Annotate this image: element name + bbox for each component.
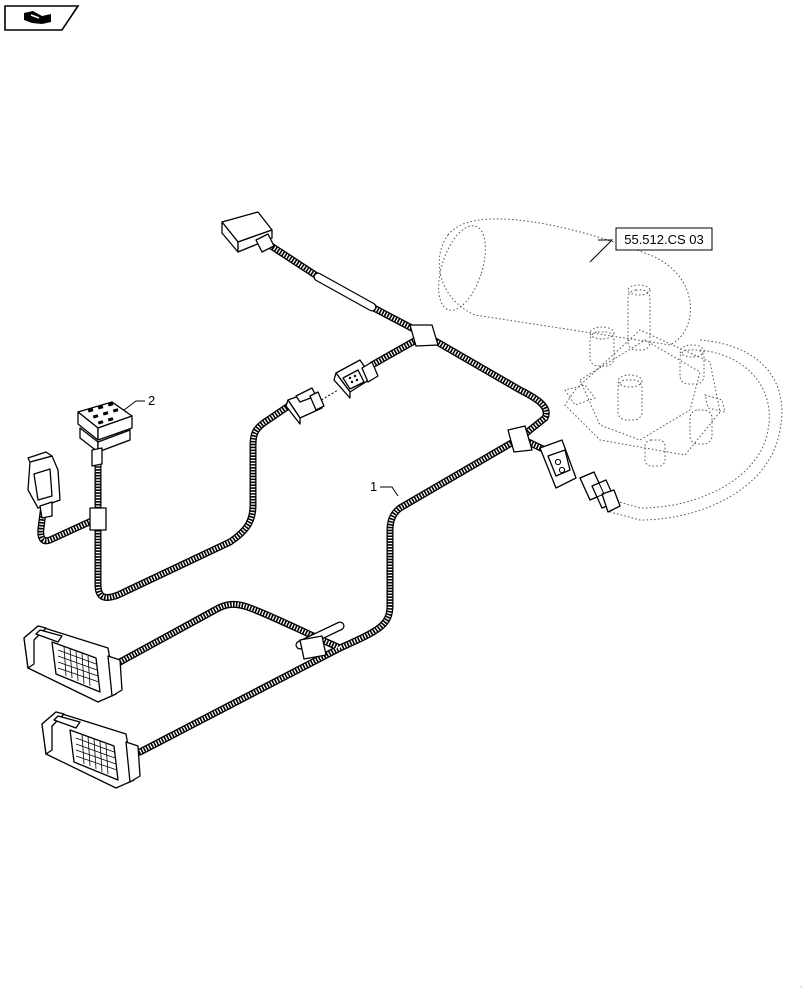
connector-motor-socket[interactable] (539, 439, 577, 489)
callout-2[interactable]: 2 (123, 393, 155, 411)
connector-large-upper[interactable] (23, 625, 123, 703)
view-symbol-button[interactable] (4, 5, 80, 31)
relay-block[interactable] (77, 401, 133, 467)
connector-left[interactable] (27, 451, 61, 519)
pin-grid (75, 733, 118, 775)
connector-inline-male[interactable] (285, 387, 325, 425)
connector-top[interactable] (221, 211, 275, 253)
junction-fittings (89, 324, 533, 660)
view-symbol-icon (24, 11, 51, 24)
corner-mark: ` (800, 985, 803, 995)
connector-inline-female[interactable] (333, 359, 379, 399)
callout-1[interactable]: 1 (370, 479, 399, 497)
connector-motor-plug[interactable] (579, 471, 621, 513)
reference-box[interactable]: 55.512.CS 03 (589, 227, 713, 263)
wire-harness (37, 236, 550, 756)
connector-large-lower[interactable] (41, 711, 141, 789)
callout-2-label: 2 (148, 393, 155, 408)
callout-1-label: 1 (370, 479, 377, 494)
pin-grid (57, 645, 100, 687)
reference-label: 55.512.CS 03 (624, 232, 704, 247)
